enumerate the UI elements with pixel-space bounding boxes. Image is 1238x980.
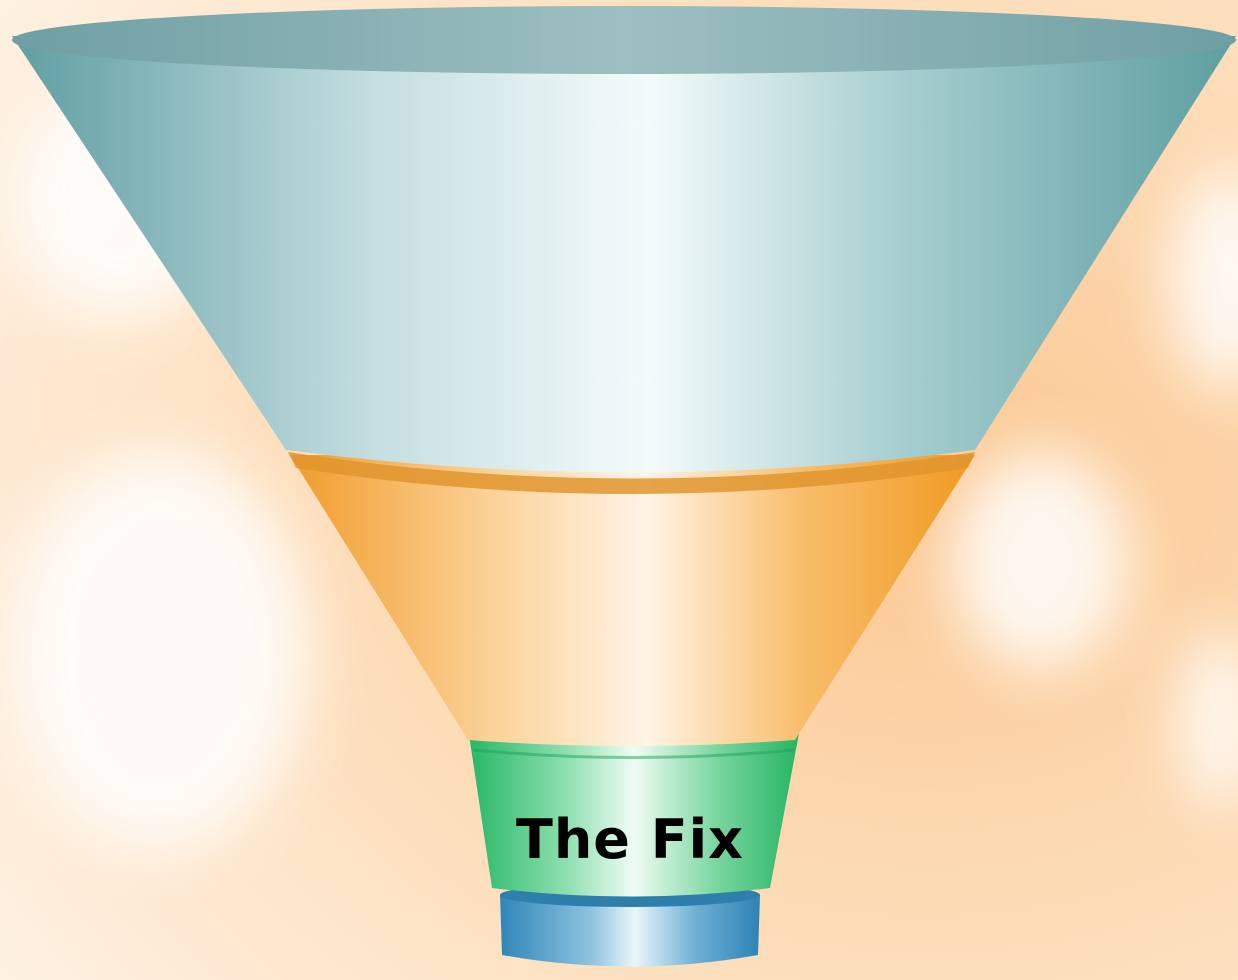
funnel-stage-top <box>12 6 1236 473</box>
stage-label-fix: The Fix <box>470 808 790 871</box>
funnel-stage-middle <box>288 452 975 746</box>
